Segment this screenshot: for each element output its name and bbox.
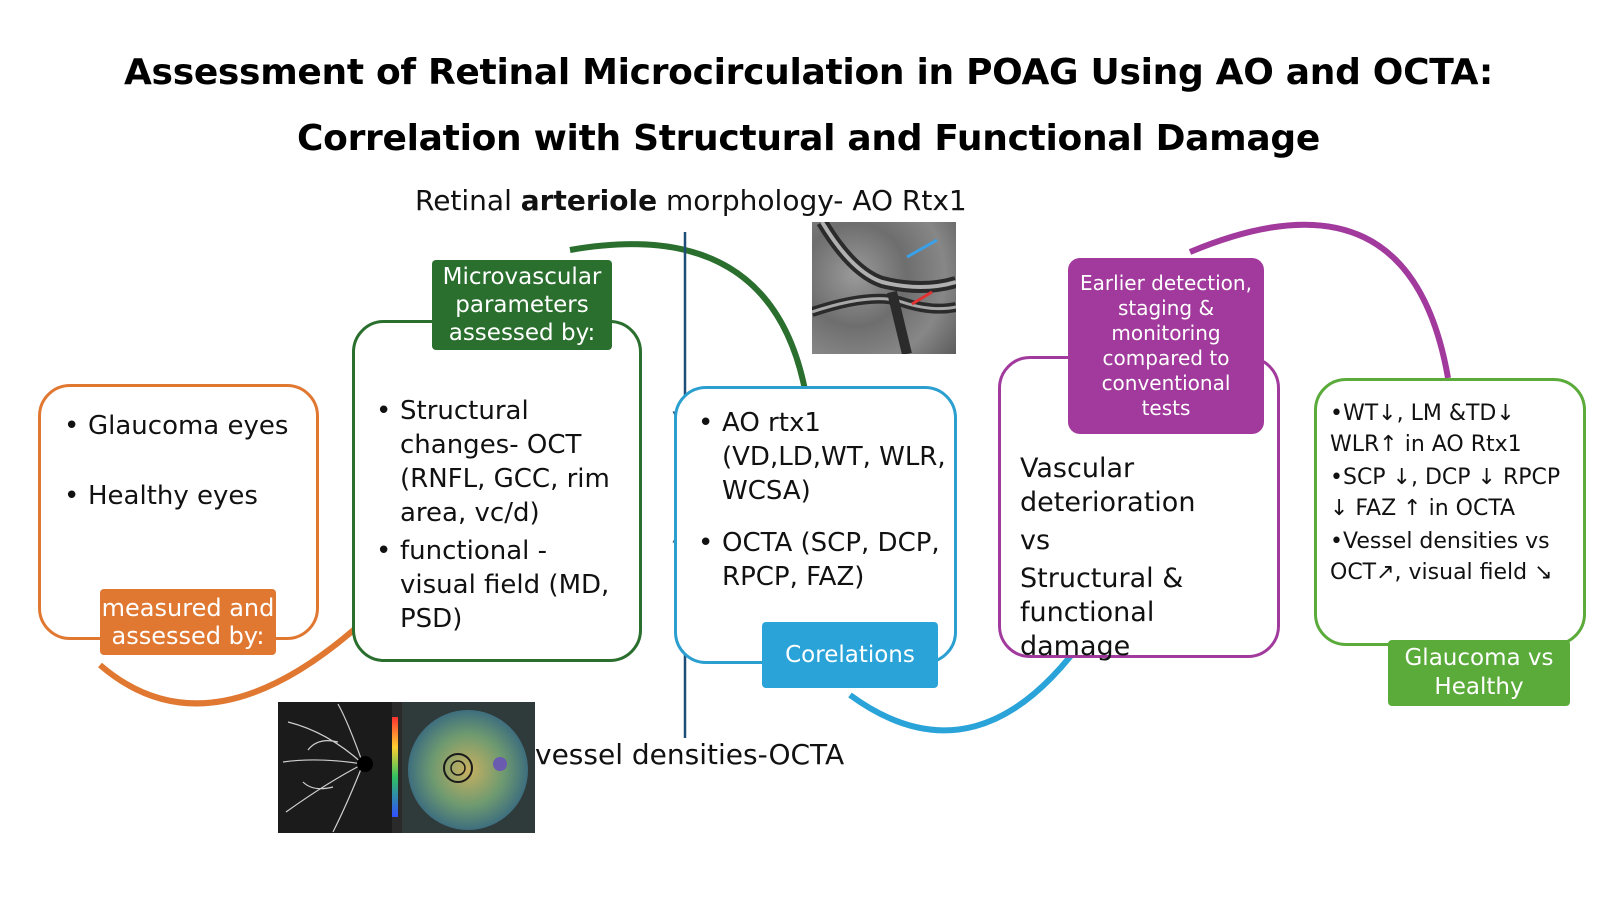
title-line-1: Assessment of Retinal Microcirculation i… — [124, 52, 1493, 93]
list-item: Healthy eyes — [62, 480, 302, 512]
list-item: •SCP ↓, DCP ↓ RPCP ↓ FAZ ↑ in OCTA — [1330, 465, 1561, 521]
list-item: Glaucoma eyes — [62, 410, 302, 442]
caption-octa: vessel densities-OCTA — [535, 738, 845, 771]
label-glaucoma-vs-healthy: Glaucoma vs Healthy — [1388, 640, 1570, 706]
caption-ao: Retinal arteriole morphology- AO Rtx1 — [415, 184, 967, 217]
arc-orange — [98, 617, 368, 707]
label-corelations: Corelations — [762, 622, 938, 688]
caption-ao-bold: arteriole — [520, 184, 658, 217]
title-line-2: Correlation with Structural and Function… — [297, 118, 1320, 159]
label-measured: measured and assessed by: — [100, 589, 276, 655]
caption-ao-suffix: morphology- AO Rtx1 — [657, 184, 967, 217]
arc-dark-green — [569, 241, 808, 391]
list-item: functional - visual field (MD, PSD) — [374, 534, 629, 636]
ao-vessel-drawing — [812, 222, 956, 354]
label-earlier-detection: Earlier detection, staging & monitoring … — [1068, 258, 1264, 434]
octa-image — [278, 702, 535, 833]
list-item: OCTA (SCP, DCP, RPCP, FAZ) — [696, 526, 946, 594]
caption-ao-prefix: Retinal — [415, 184, 521, 217]
octa-scan-drawing — [278, 702, 535, 833]
findings-list: •WT↓, LM &TD↓ WLR↑ in AO Rtx1 •SCP ↓, DC… — [1330, 398, 1580, 590]
text-line: Structural & functional damage — [1020, 563, 1184, 662]
vascular-vs-damage-text: Vascular deterioration vs Structural & f… — [1020, 452, 1270, 668]
box-glaucoma-findings — [1314, 378, 1586, 646]
list-item: Structural changes- OCT (RNFL, GCC, rim … — [374, 394, 629, 530]
list-item: AO rtx1 (VD,LD,WT, WLR, WCSA) — [696, 406, 946, 508]
list-item: •WT↓, LM &TD↓ WLR↑ in AO Rtx1 — [1330, 401, 1522, 457]
text-line: vs — [1020, 525, 1051, 556]
ao-octa-list: AO rtx1 (VD,LD,WT, WLR, WCSA) OCTA (SCP,… — [696, 406, 946, 612]
arc-purple — [1188, 221, 1451, 379]
arc-blue — [848, 628, 1093, 734]
ao-rtx1-image — [812, 222, 956, 354]
list-item: •Vessel densities vs OCT↗, visual field … — [1330, 529, 1553, 585]
eyes-list: Glaucoma eyes Healthy eyes — [62, 410, 302, 550]
structural-functional-list: Structural changes- OCT (RNFL, GCC, rim … — [374, 394, 629, 640]
text-line: Vascular deterioration — [1020, 453, 1196, 518]
label-microvascular: Microvascular parameters assessed by: — [432, 260, 612, 350]
